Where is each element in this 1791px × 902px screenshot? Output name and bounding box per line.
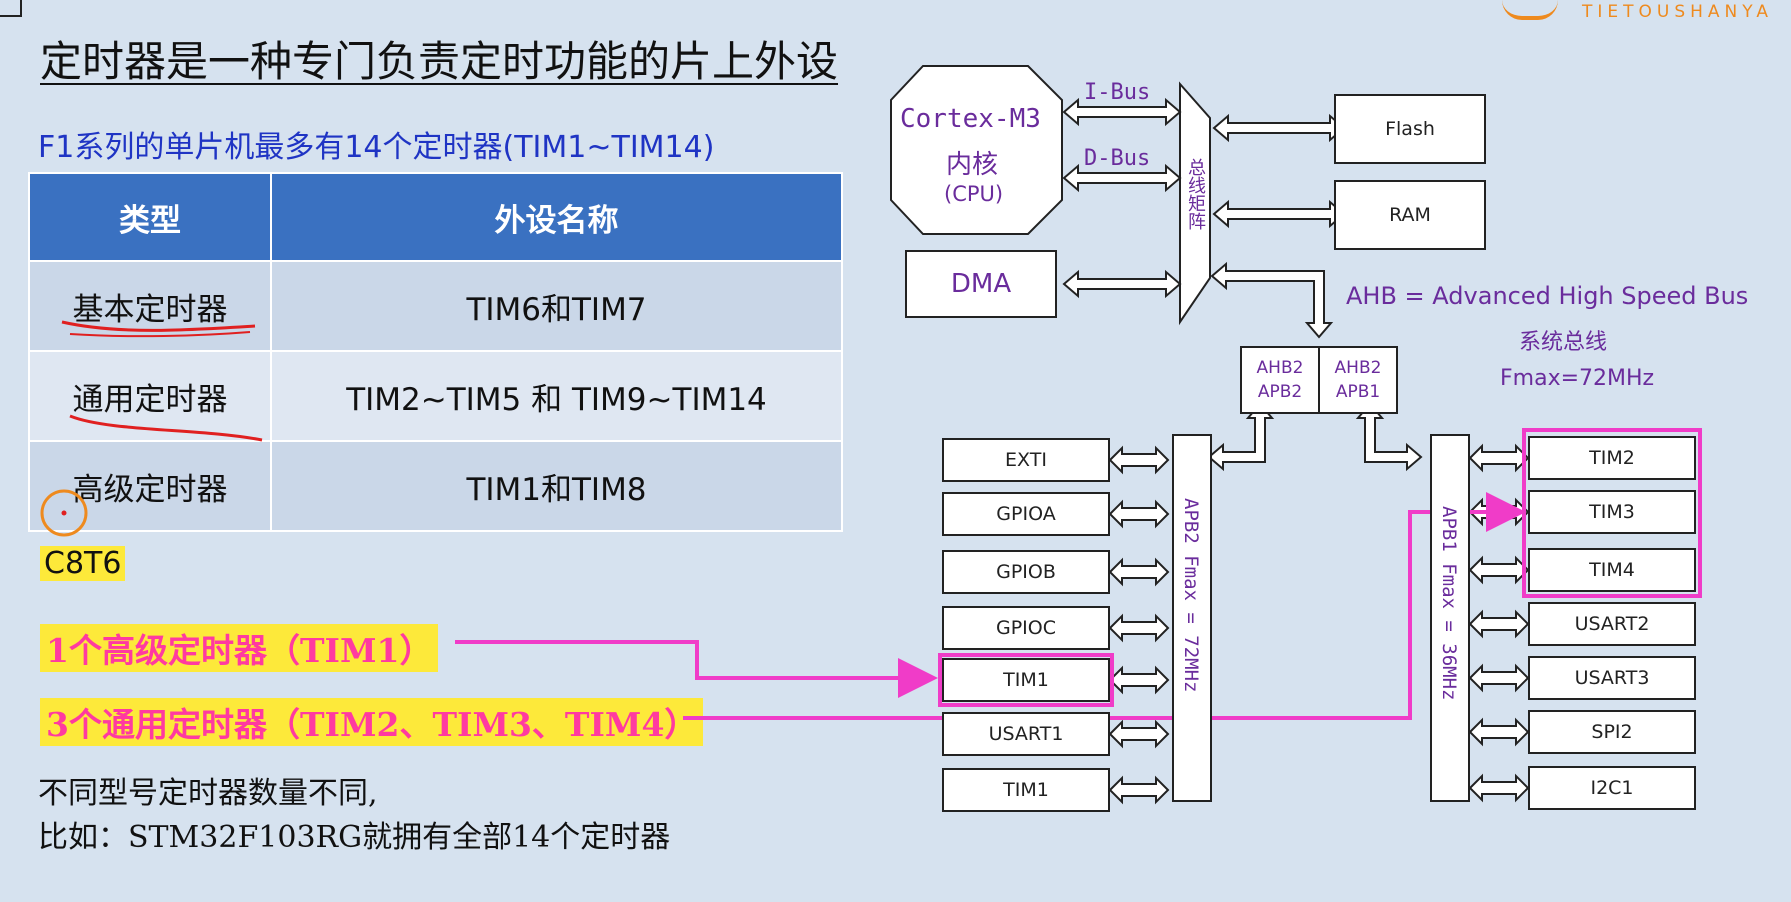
table-row: 通用定时器 TIM2~TIM5 和 TIM9~TIM14 bbox=[28, 350, 843, 442]
flash-box: Flash bbox=[1334, 94, 1486, 164]
bridge-apb1-line1: AHB2 bbox=[1334, 358, 1382, 378]
timer-types-table: 类型 外设名称 基本定时器 TIM6和TIM7 通用定时器 TIM2~TIM5 … bbox=[28, 172, 843, 532]
bridge-apb1: AHB2 APB1 bbox=[1318, 346, 1398, 414]
row-name-advanced: TIM1和TIM8 bbox=[270, 440, 843, 532]
logo-icon bbox=[1502, 0, 1558, 20]
header-name: 外设名称 bbox=[270, 172, 843, 262]
cpu-label-line3: (CPU) bbox=[944, 182, 1004, 206]
red-underline-general bbox=[69, 414, 263, 442]
apb2-device-usart1: USART1 bbox=[942, 712, 1110, 756]
red-underline-basic-2 bbox=[69, 331, 251, 338]
note-line-2: 比如：STM32F103RG就拥有全部14个定时器 bbox=[38, 820, 671, 855]
slide-subtitle: F1系列的单片机最多有14个定时器(TIM1~TIM14) bbox=[38, 130, 715, 165]
ibus-label: I-Bus bbox=[1084, 80, 1151, 105]
cursor-circle-icon bbox=[40, 489, 88, 537]
ahb-chinese: 系统总线 bbox=[1519, 330, 1608, 355]
tim1-highlight-box bbox=[938, 653, 1114, 707]
apb2-device-exti: EXTI bbox=[942, 438, 1110, 482]
apb1-device-usart2: USART2 bbox=[1528, 602, 1696, 646]
apb1-bus-label: APB1 Fmax = 36MHz bbox=[1438, 506, 1460, 701]
ahb-fmax: Fmax=72MHz bbox=[1500, 366, 1655, 391]
apb1-device-tim3: TIM3 bbox=[1528, 490, 1696, 534]
table-row: 高级定时器 TIM1和TIM8 bbox=[28, 440, 843, 532]
bridge-apb2-line1: AHB2 bbox=[1256, 358, 1304, 378]
pink-line-tim1 bbox=[455, 640, 938, 698]
chip-model-label: C8T6 bbox=[40, 546, 126, 581]
apb2-device-gpioa: GPIOA bbox=[942, 492, 1110, 536]
apb2-device-gpioc: GPIOC bbox=[942, 606, 1110, 650]
table-row: 基本定时器 TIM6和TIM7 bbox=[28, 260, 843, 352]
corner-frame bbox=[0, 0, 22, 17]
logo-text: TIETOUSHANYA bbox=[1582, 2, 1773, 22]
cpu-label-line2: 内核 bbox=[946, 150, 999, 180]
apb2-bus-label: APB2 Fmax = 72MHz bbox=[1180, 498, 1202, 693]
bus-matrix-shape bbox=[1179, 81, 1211, 326]
apb2-device-gpiob: GPIOB bbox=[942, 550, 1110, 594]
general-timer-line: 3个通用定时器（TIM2、TIM3、TIM4） bbox=[40, 698, 704, 746]
dma-box: DMA bbox=[905, 250, 1057, 318]
apb2-arrows bbox=[1108, 445, 1170, 805]
apb1-device-tim2: TIM2 bbox=[1528, 436, 1696, 480]
table-header-row: 类型 外设名称 bbox=[28, 172, 843, 262]
apb2-device-tim1: TIM1 bbox=[942, 658, 1110, 702]
apb1-device-i2c1: I2C1 bbox=[1528, 766, 1696, 810]
apb1-device-spi2: SPI2 bbox=[1528, 710, 1696, 754]
row-type-basic: 基本定时器 bbox=[28, 260, 272, 352]
cpu-octagon bbox=[890, 65, 1063, 235]
apb1-device-usart3: USART3 bbox=[1528, 656, 1696, 700]
red-underline-basic bbox=[61, 320, 256, 332]
header-type: 类型 bbox=[28, 172, 272, 262]
note-line-1: 不同型号定时器数量不同, bbox=[38, 776, 378, 811]
apb1-bus-bar bbox=[1430, 434, 1470, 802]
ahb-definition: AHB = Advanced High Speed Bus bbox=[1346, 282, 1749, 310]
row-type-advanced: 高级定时器 bbox=[28, 440, 272, 532]
slide-title: 定时器是一种专门负责定时功能的片上外设 bbox=[40, 37, 839, 86]
ram-box: RAM bbox=[1334, 180, 1486, 250]
advanced-timer-line: 1个高级定时器（TIM1） bbox=[40, 624, 439, 672]
bridge-apb2-line2: APB2 bbox=[1257, 382, 1303, 402]
cpu-label-line1: Cortex-M3 bbox=[900, 104, 1041, 134]
row-name-general: TIM2~TIM5 和 TIM9~TIM14 bbox=[270, 350, 843, 442]
bridge-apb2: AHB2 APB2 bbox=[1240, 346, 1320, 414]
bridge-apb1-line2: APB1 bbox=[1335, 382, 1381, 402]
apb2-device-tim1-2: TIM1 bbox=[942, 768, 1110, 812]
tim234-highlight-box bbox=[1522, 428, 1702, 598]
apb1-arrows bbox=[1468, 443, 1530, 803]
bus-matrix-label: 总线矩阵 bbox=[1185, 158, 1206, 230]
row-name-basic: TIM6和TIM7 bbox=[270, 260, 843, 352]
dbus-label: D-Bus bbox=[1084, 146, 1151, 171]
row-type-general: 通用定时器 bbox=[28, 350, 272, 442]
apb1-device-tim4: TIM4 bbox=[1528, 548, 1696, 592]
apb2-bus-bar bbox=[1172, 434, 1212, 802]
